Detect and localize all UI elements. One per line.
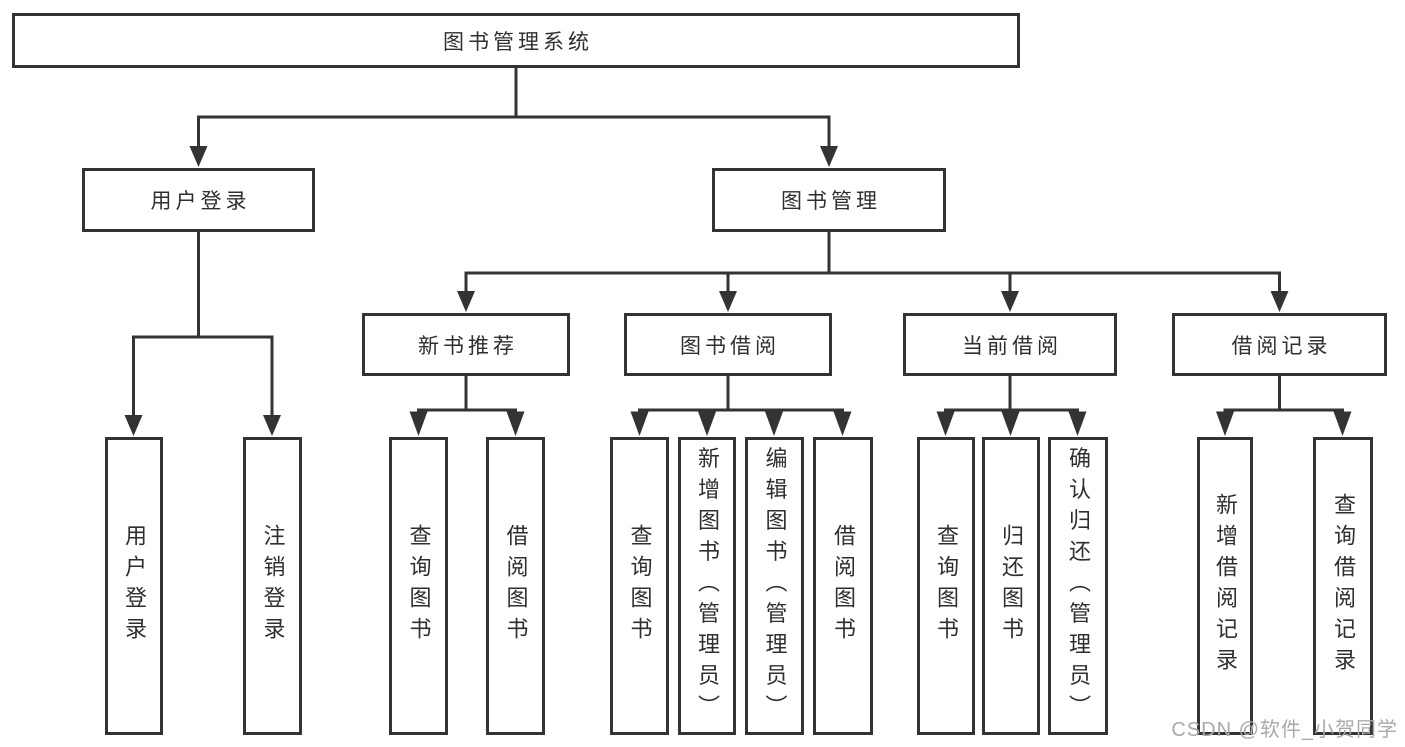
leaf-query-books: 查询图书 [610, 437, 669, 735]
arrowhead-icon [765, 411, 783, 436]
arrowhead-icon [936, 411, 955, 436]
node-book-management: 图书管理 [712, 168, 946, 232]
node-label: 借阅记录 [1231, 334, 1332, 358]
arrowhead-icon [1068, 411, 1087, 436]
node-label: 用户登录 [150, 190, 251, 213]
node-book-borrowing: 图书借阅 [624, 313, 832, 376]
node-label: 图书管理系统 [443, 30, 593, 54]
arrowhead-icon [1270, 291, 1289, 312]
leaf-query-books: 查询图书 [389, 437, 448, 735]
leaf-borrow-books: 借阅图书 [486, 437, 545, 735]
arrowhead-icon [409, 411, 428, 436]
arrowhead-icon [263, 415, 281, 436]
arrowhead-icon [124, 415, 143, 436]
leaf-return-book: 归还图书 [982, 437, 1040, 735]
node-label: 借阅图书 [503, 524, 529, 648]
node-label: 注销登录 [260, 524, 286, 648]
node-user-login: 用户登录 [82, 168, 315, 232]
node-current-borrowing: 当前借阅 [903, 313, 1117, 376]
node-label: 查询图书 [934, 524, 959, 648]
arrowhead-icon [1001, 291, 1019, 312]
leaf-add-borrow-record: 新增借阅记录 [1197, 437, 1253, 735]
watermark: CSDN @软件_小贺同学 [1171, 719, 1398, 741]
arrowhead-icon [1216, 411, 1234, 436]
node-label: 确认归还（管理员） [1066, 446, 1091, 726]
node-label: 图书管理 [781, 190, 881, 213]
arrowhead-icon [1001, 411, 1020, 436]
node-label: 新书推荐 [418, 334, 518, 358]
node-new-book-recommendation: 新书推荐 [362, 313, 570, 376]
node-label: 查询图书 [627, 524, 653, 648]
leaf-query-books: 查询图书 [917, 437, 975, 735]
node-label: 图书借阅 [680, 334, 780, 358]
leaf-query-borrow-record: 查询借阅记录 [1313, 437, 1373, 735]
leaf-add-book-admin: 新增图书（管理员） [678, 437, 736, 735]
arrowhead-icon [457, 291, 475, 312]
leaf-edit-book-admin: 编辑图书（管理员） [745, 437, 804, 735]
node-label: 新增借阅记录 [1213, 493, 1238, 679]
node-borrowing-records: 借阅记录 [1172, 313, 1387, 376]
node-label: 归还图书 [999, 524, 1024, 648]
node-label: 查询图书 [406, 524, 432, 648]
node-label: 新增图书（管理员） [695, 446, 720, 726]
arrowhead-icon [630, 411, 649, 436]
arrowhead-icon [1333, 411, 1352, 436]
leaf-borrow-books: 借阅图书 [813, 437, 873, 735]
arrowhead-icon [506, 411, 525, 436]
node-label: 编辑图书（管理员） [762, 446, 788, 726]
arrowhead-icon [820, 146, 838, 167]
arrowhead-icon [698, 411, 716, 436]
leaf-logout: 注销登录 [243, 437, 302, 735]
node-label: 当前借阅 [962, 334, 1062, 358]
node-label: 借阅图书 [831, 524, 856, 648]
node-label: 用户登录 [122, 524, 147, 648]
leaf-confirm-return-admin: 确认归还（管理员） [1048, 437, 1108, 735]
arrowhead-icon [719, 291, 737, 312]
node-library-management-system: 图书管理系统 [12, 13, 1020, 68]
leaf-user-login: 用户登录 [105, 437, 163, 735]
arrowhead-icon [833, 411, 852, 436]
node-label: 查询借阅记录 [1331, 493, 1356, 679]
arrowhead-icon [189, 146, 208, 167]
